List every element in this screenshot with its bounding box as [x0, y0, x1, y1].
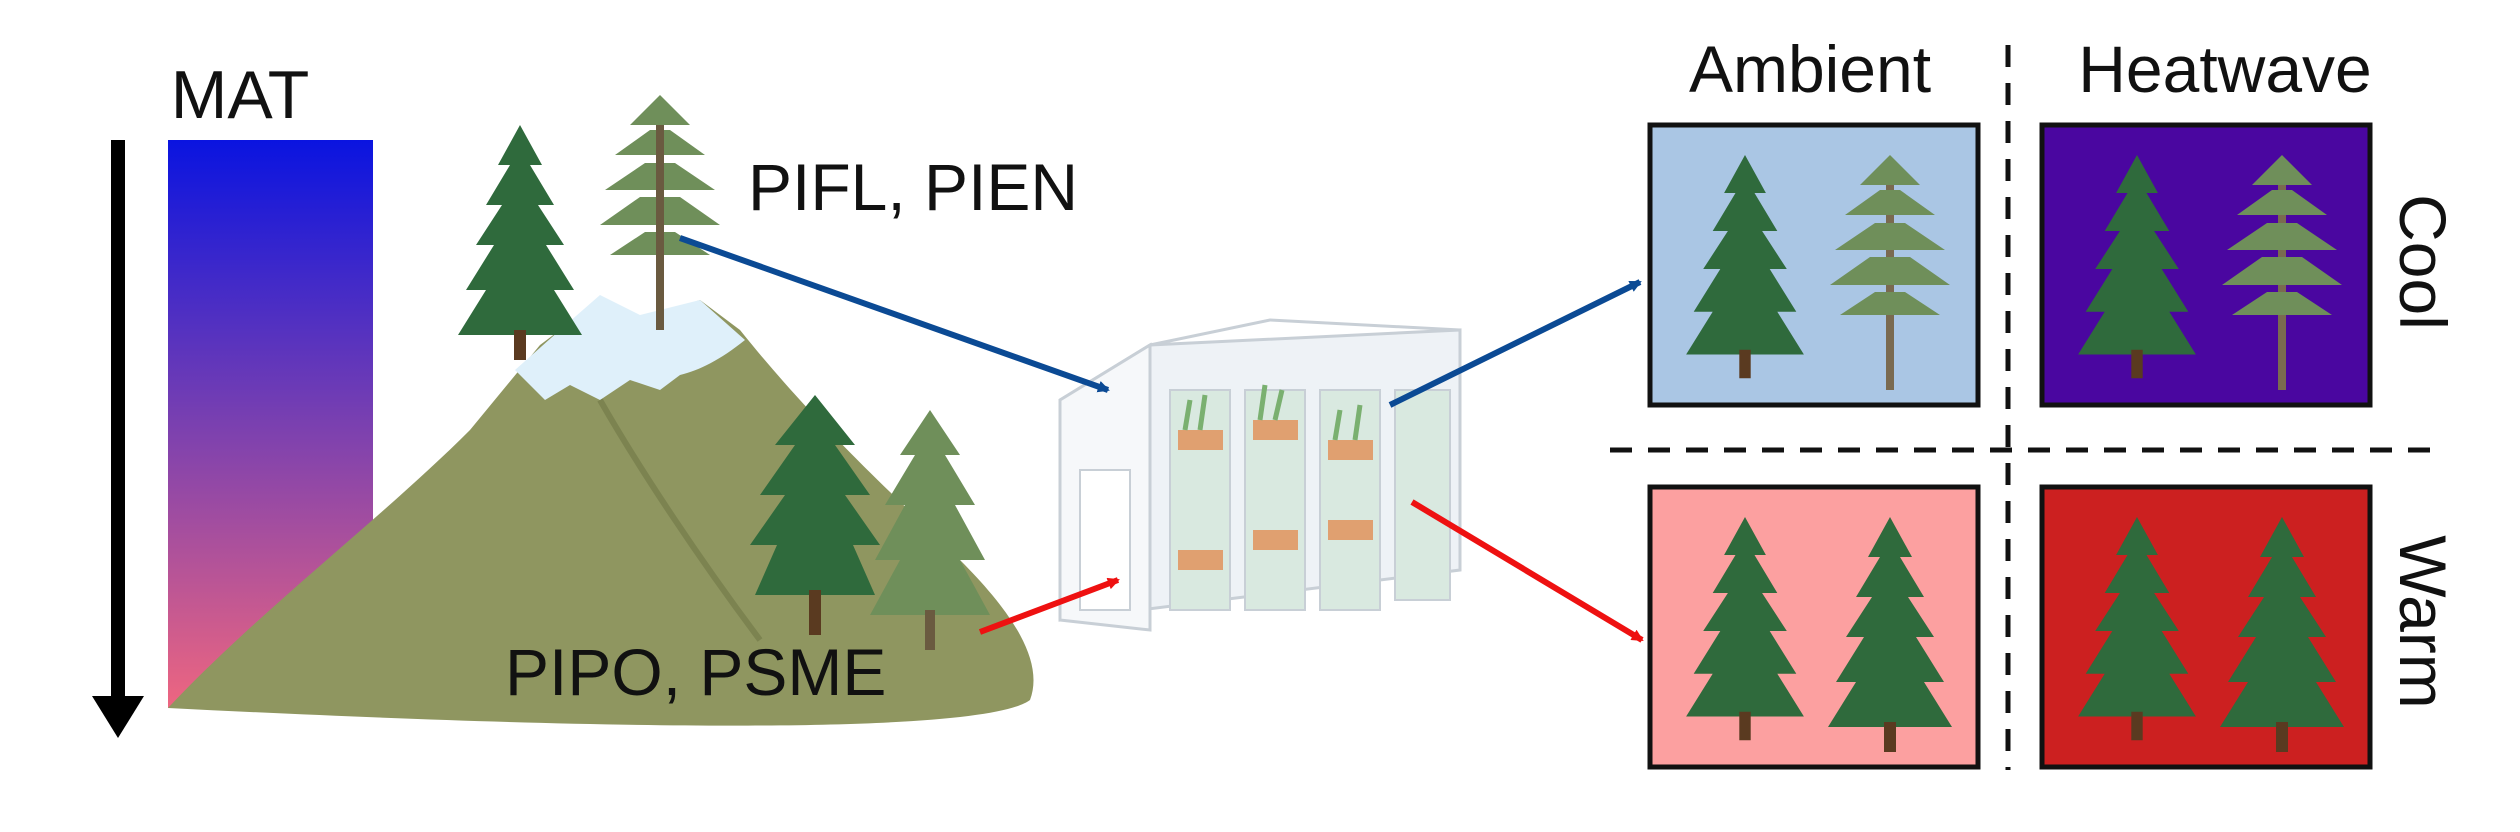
arrow-greenhouse-to-cool — [1388, 279, 1642, 408]
column-header-ambient: Ambient — [1689, 32, 1931, 106]
pine-tree-icon — [2222, 155, 2342, 390]
conifer-tree-icon — [750, 395, 880, 635]
pine-tree-icon — [1830, 155, 1950, 390]
conifer-tree-icon — [1828, 517, 1952, 752]
pine-tree-icon — [600, 95, 720, 330]
conifer-tree-icon — [458, 125, 582, 360]
arrow-greenhouse-to-warm — [1410, 499, 1644, 643]
conifer-tree-icon — [1686, 155, 1804, 379]
conifer-tree-icon — [2220, 517, 2344, 752]
greenhouse-icon — [1058, 318, 1462, 632]
column-header-heatwave: Heatwave — [2078, 32, 2372, 106]
arrow-low-to-greenhouse — [978, 577, 1120, 635]
row-header-warm: Warm — [2386, 535, 2460, 709]
panel-cool-ambient — [1647, 122, 1981, 408]
panel-cool-heatwave — [2039, 122, 2373, 408]
conifer-tree-icon — [1686, 517, 1804, 741]
conifer-tree-icon — [2078, 517, 2196, 741]
down-arrow-icon — [92, 140, 144, 738]
species-low-label: PIPO, PSME — [505, 635, 886, 709]
arrow-high-to-greenhouse — [678, 235, 1110, 393]
pine-tree-icon — [870, 410, 990, 650]
row-header-cool: Cool — [2386, 194, 2460, 330]
species-high-label: PIFL, PIEN — [748, 150, 1078, 224]
mat-label: MAT — [171, 57, 310, 133]
conifer-tree-icon — [2078, 155, 2196, 379]
